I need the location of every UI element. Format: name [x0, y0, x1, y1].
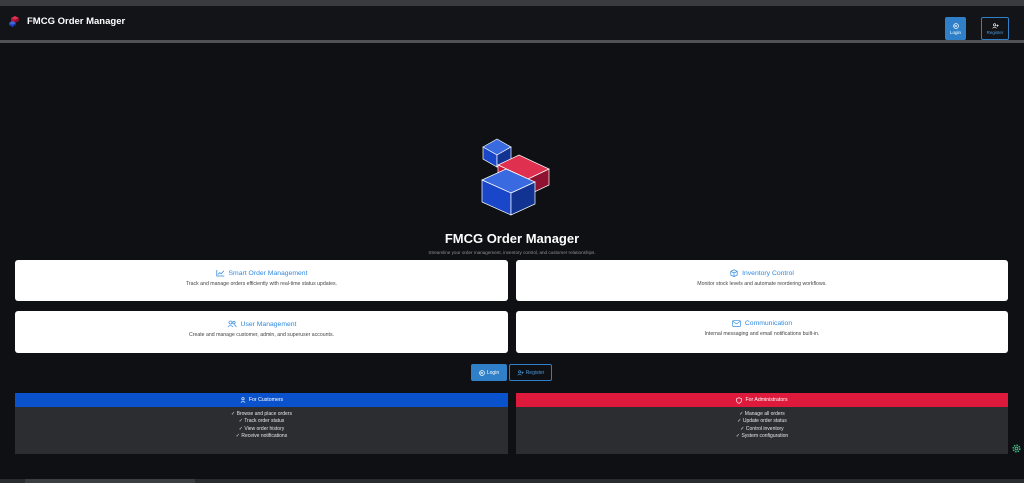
brand[interactable]: FMCG Order Manager: [9, 15, 125, 27]
list-item: ✓ Update order status: [737, 418, 787, 425]
feature-title: User Management: [240, 320, 297, 328]
cta-register-button[interactable]: Register: [509, 364, 552, 381]
gear-icon[interactable]: [1011, 443, 1022, 454]
scrollbar-thumb[interactable]: [25, 479, 195, 483]
envelope-icon: [732, 320, 741, 327]
nav-register-label: Register: [986, 29, 1004, 35]
feature-desc: Track and manage orders efficiently with…: [185, 281, 338, 287]
panel-administrators-title: For Administrators: [745, 397, 788, 403]
user-plus-icon: [517, 369, 524, 376]
hero-boxes-logo: [481, 138, 550, 216]
navbar: FMCG Order Manager Login Register: [0, 6, 1024, 43]
cta-register-label: Register: [525, 369, 545, 376]
feature-desc: Monitor stock levels and automate reorde…: [697, 281, 827, 287]
list-item: ✓ Manage all orders: [739, 411, 785, 417]
panel-customers-list: ✓ Browse and place orders ✓ Track order …: [15, 411, 508, 441]
nav-login-label: Login: [949, 29, 961, 35]
list-item: ✓ System configuration: [735, 433, 789, 440]
list-item: ✓ Control inventory: [740, 425, 784, 432]
feature-card-inventory-control: Inventory Control Monitor stock levels a…: [516, 260, 1008, 301]
login-icon: [952, 22, 959, 29]
panel-customers-title: For Customers: [248, 397, 284, 403]
cta-login-label: Login: [486, 369, 500, 376]
user-plus-icon: [991, 22, 999, 29]
feature-title: Communication: [744, 320, 793, 327]
brand-title: FMCG Order Manager: [27, 15, 126, 27]
hero-title: FMCG Order Manager: [444, 231, 580, 246]
nav-register-button[interactable]: Register: [981, 17, 1009, 40]
users-icon: [227, 320, 237, 328]
panel-administrators-list: ✓ Manage all orders ✓ Update order statu…: [516, 411, 1008, 441]
panel-administrators: For Administrators ✓ Manage all orders ✓…: [516, 393, 1008, 454]
box-icon: [730, 269, 738, 277]
feature-title: Inventory Control: [742, 269, 794, 277]
list-item: ✓ Receive notifications: [235, 433, 288, 440]
horizontal-scrollbar[interactable]: [0, 479, 1024, 483]
boxes-logo-icon: [9, 16, 19, 27]
feature-card-order-management: Smart Order Management Track and manage …: [15, 260, 508, 301]
panel-customers-header: For Customers: [15, 393, 508, 407]
nav-login-button[interactable]: Login: [945, 17, 966, 40]
feature-card-communication: Communication Internal messaging and ema…: [516, 311, 1008, 353]
feature-desc: Internal messaging and email notificatio…: [704, 331, 820, 337]
list-item: ✓ Track order status: [238, 418, 285, 425]
list-item: ✓ View order history: [238, 425, 285, 432]
cta-login-button[interactable]: Login: [471, 364, 507, 381]
list-item: ✓ Browse and place orders: [231, 411, 292, 417]
feature-card-user-management: User Management Create and manage custom…: [15, 311, 508, 353]
feature-desc: Create and manage customer, admin, and s…: [188, 332, 335, 338]
window-top-strip: [0, 0, 1024, 6]
panel-administrators-header: For Administrators: [516, 393, 1008, 407]
chart-line-icon: [215, 270, 224, 277]
login-icon: [479, 369, 485, 376]
feature-title: Smart Order Management: [228, 269, 308, 277]
panel-customers: For Customers ✓ Browse and place orders …: [15, 393, 508, 454]
hero-subtitle: Streamline your order management, invent…: [428, 250, 596, 255]
shield-icon: [736, 396, 743, 404]
user-icon: [240, 397, 246, 403]
